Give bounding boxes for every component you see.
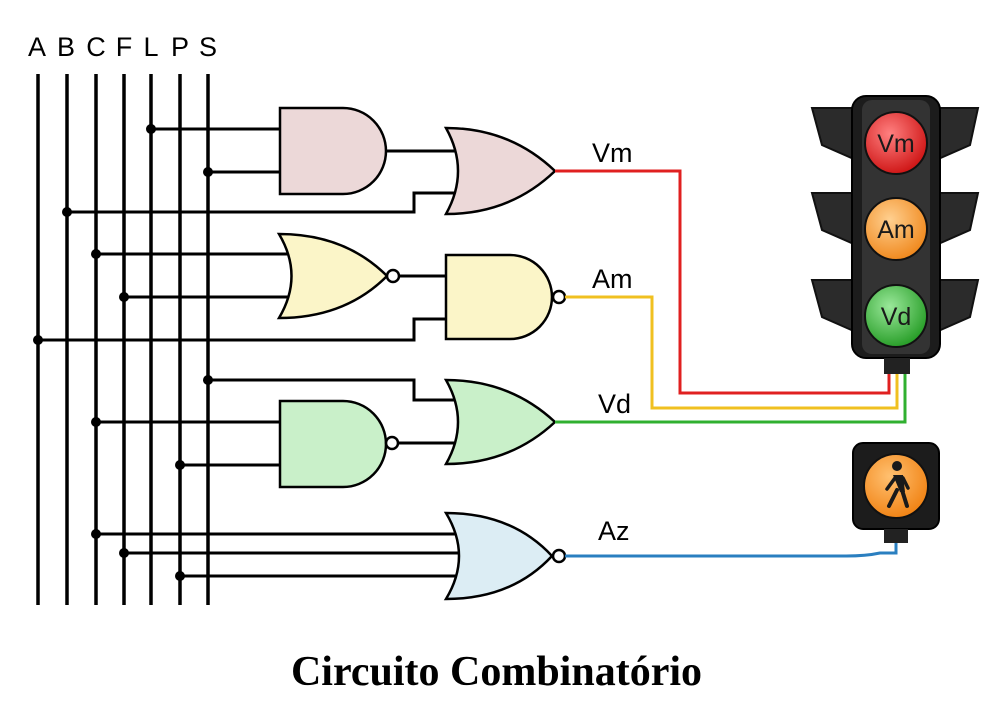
nor-gate-2 bbox=[443, 511, 554, 601]
input-label-b: B bbox=[57, 32, 75, 62]
traffic-light-visor bbox=[935, 107, 980, 162]
junction-dot bbox=[175, 571, 185, 581]
nand-gate-2 bbox=[278, 399, 388, 489]
output-label-am: Am bbox=[592, 264, 633, 294]
lamp-green bbox=[864, 284, 928, 348]
nand-gate-1-bubble bbox=[551, 289, 567, 305]
output-wire-az bbox=[565, 540, 898, 558]
junction-dot bbox=[203, 375, 213, 385]
output-label-vm: Vm bbox=[592, 138, 633, 168]
traffic-light-visor bbox=[810, 192, 857, 247]
traffic-light-visor bbox=[810, 279, 857, 334]
pedestrian-icon bbox=[885, 461, 910, 508]
traffic-light-visor bbox=[810, 107, 857, 162]
output-label-az: Az bbox=[598, 516, 630, 546]
pedestrian-lamp bbox=[863, 453, 929, 519]
lamp-green-label: Vd bbox=[881, 303, 912, 331]
input-label-f: F bbox=[116, 32, 133, 62]
traffic-light-visor bbox=[935, 192, 980, 247]
pedestrian-light-stem bbox=[884, 529, 908, 543]
output-wire-am bbox=[565, 295, 899, 410]
output-label-vd: Vd bbox=[598, 389, 631, 419]
nand-gate-1 bbox=[444, 253, 554, 341]
traffic-light-stem bbox=[884, 358, 910, 374]
junction-dot bbox=[91, 417, 101, 427]
junction-dot bbox=[146, 124, 156, 134]
lamp-amber-label: Am bbox=[877, 216, 915, 244]
junction-dot bbox=[119, 292, 129, 302]
traffic-light-visor bbox=[935, 279, 980, 334]
output-wire-vm bbox=[555, 169, 891, 395]
or-gate-2 bbox=[443, 378, 557, 466]
junction-dot bbox=[203, 167, 213, 177]
junction-dot bbox=[33, 335, 43, 345]
nor-gate-1 bbox=[276, 232, 389, 320]
wire-s-to-or2 bbox=[208, 378, 458, 402]
lamp-red bbox=[864, 111, 928, 175]
junction-dot bbox=[119, 548, 129, 558]
lamp-amber bbox=[864, 197, 928, 261]
nor-gate-1-bubble bbox=[385, 268, 401, 284]
traffic-light: Vm Am Vd bbox=[810, 95, 980, 374]
input-label-a: A bbox=[28, 32, 46, 62]
input-label-p: P bbox=[171, 32, 189, 62]
junction-dot bbox=[91, 249, 101, 259]
junction-dots bbox=[33, 124, 213, 581]
wire-a-to-nand1 bbox=[38, 317, 446, 342]
input-label-s: S bbox=[199, 32, 217, 62]
and-gate-1 bbox=[278, 106, 388, 196]
input-label-l: L bbox=[143, 32, 158, 62]
nor-gate-2-bubble bbox=[551, 548, 567, 564]
junction-dot bbox=[175, 460, 185, 470]
junction-dot bbox=[91, 529, 101, 539]
lamp-red-label: Vm bbox=[877, 130, 915, 158]
pedestrian-light bbox=[852, 442, 940, 543]
output-wire-vd bbox=[555, 370, 907, 424]
nand-gate-2-bubble bbox=[384, 435, 400, 451]
junction-dot bbox=[62, 207, 72, 217]
wire-b-to-or1 bbox=[67, 191, 458, 214]
input-label-c: C bbox=[86, 32, 106, 62]
or-gate-1 bbox=[443, 126, 557, 216]
diagram-title: Circuito Combinatório bbox=[290, 649, 703, 695]
